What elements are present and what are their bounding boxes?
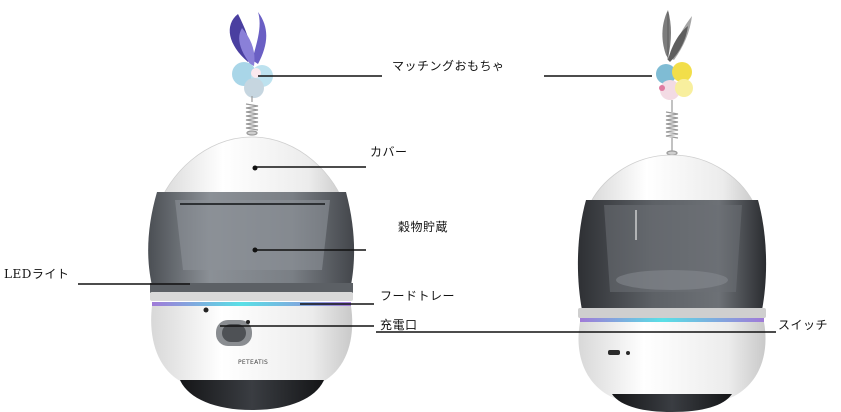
- feather-icon: [662, 10, 692, 62]
- label-switch: スイッチ: [778, 318, 829, 332]
- brand-logo: PETEATIS: [238, 359, 268, 366]
- right-feeder: [577, 10, 767, 412]
- label-charging-port: 充電口: [380, 318, 418, 332]
- label-led-light: LEDライト: [4, 267, 70, 281]
- leader-lines: [78, 75, 776, 333]
- label-matching-toy: マッチングおもちゃ: [392, 59, 505, 73]
- pompom-toy: [656, 62, 693, 100]
- spring: [245, 96, 259, 136]
- feather-icon: [229, 12, 267, 66]
- label-grain-storage: 穀物貯蔵: [398, 220, 449, 234]
- pompom-toy: [232, 62, 273, 98]
- label-cover: カバー: [370, 145, 408, 159]
- left-feeder: [148, 12, 355, 410]
- spring: [665, 100, 679, 156]
- label-food-tray: フードトレー: [380, 289, 456, 303]
